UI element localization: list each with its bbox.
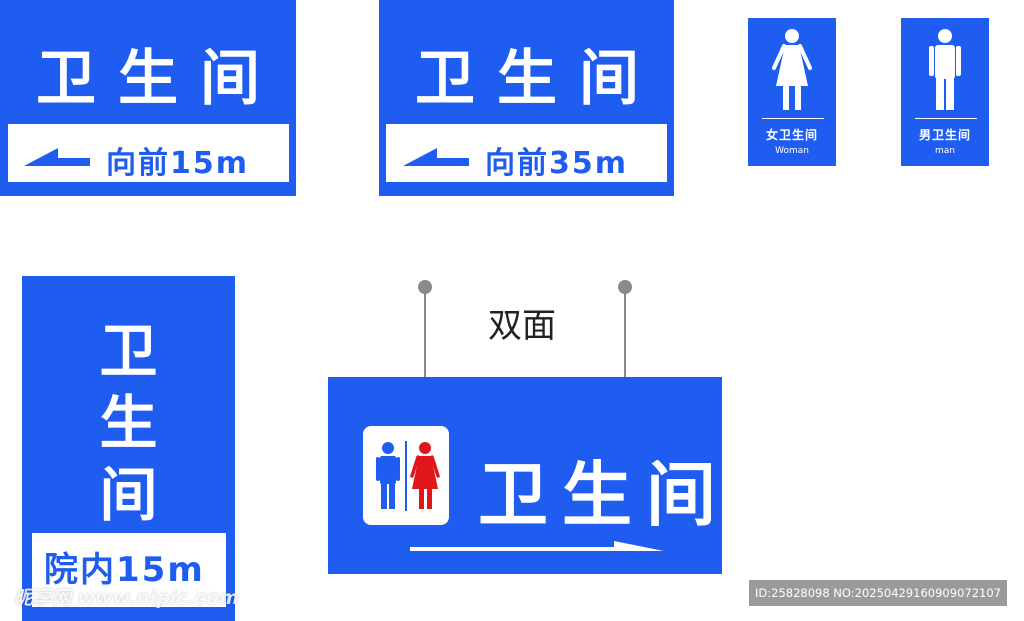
restroom-sign-forward-35m: 卫生间 向前35m xyxy=(379,0,674,196)
arrow-right-icon xyxy=(410,541,664,551)
label-cn: 女卫生间 xyxy=(765,128,818,142)
sign-title: 卫生间 xyxy=(415,44,661,114)
double-sided-label: 双面 xyxy=(488,306,556,346)
restroom-icon-box xyxy=(363,426,449,525)
label-cn: 男卫生间 xyxy=(918,128,971,142)
title-char-3: 间 xyxy=(99,461,158,529)
watermark: 昵享网 www.nipic.com xyxy=(14,587,240,609)
sign-title: 卫生间 xyxy=(478,454,730,536)
label-en: man xyxy=(935,146,955,156)
woman-icon xyxy=(772,29,812,110)
womens-restroom-sign: 女卫生间 Woman xyxy=(748,18,836,166)
pole-cap-left xyxy=(418,280,432,294)
title-char-1: 卫 xyxy=(99,317,158,385)
divider-line xyxy=(915,118,977,119)
restroom-sign-vertical: 卫 生 间 院内15m xyxy=(22,276,235,621)
mens-restroom-sign: 男卫生间 man xyxy=(901,18,989,166)
divider-line xyxy=(762,118,824,119)
restroom-man-woman-icon xyxy=(376,441,440,511)
direction-strip xyxy=(32,533,226,607)
arrow-left-icon xyxy=(403,148,469,166)
man-icon xyxy=(929,29,961,110)
pole-cap-right xyxy=(618,280,632,294)
direction-text: 向前15m xyxy=(106,146,250,181)
sign-title: 卫生间 xyxy=(36,44,282,114)
arrow-left-icon xyxy=(24,148,90,166)
direction-text: 院内15m xyxy=(44,550,205,590)
restroom-sign-hanging: 卫生间 xyxy=(328,377,722,574)
restroom-sign-forward-15m: 卫生间 向前15m xyxy=(0,0,296,196)
hanging-pole-right xyxy=(624,288,626,378)
direction-text: 向前35m xyxy=(485,146,629,181)
image-id-bar: ID:25828098 NO:20250429160909072107 xyxy=(749,580,1007,606)
label-en: Woman xyxy=(775,146,809,156)
title-char-2: 生 xyxy=(99,389,158,457)
hanging-pole-left xyxy=(424,288,426,378)
